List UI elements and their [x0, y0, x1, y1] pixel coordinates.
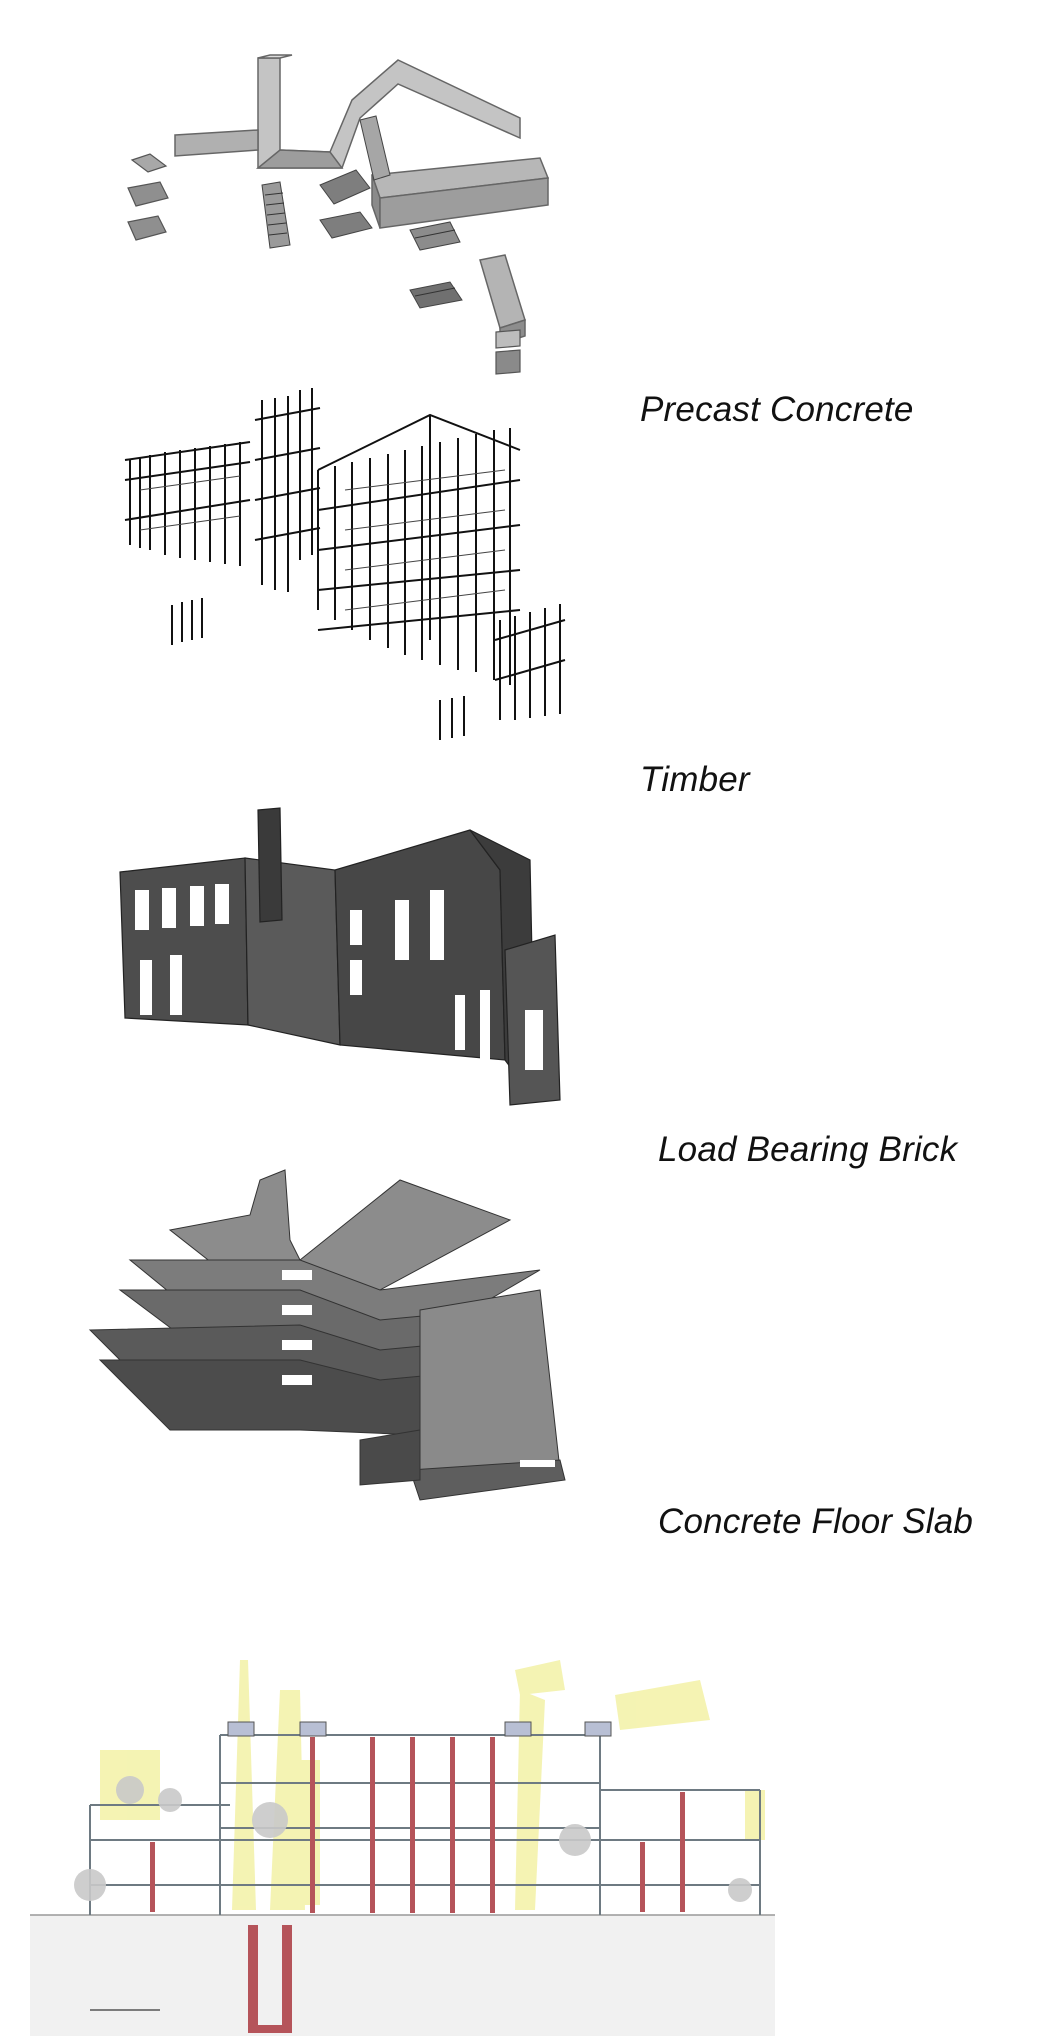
layer-label-concrete-floor-slab: Concrete Floor Slab: [658, 1502, 974, 1541]
layer-floor-slab: Concrete Floor Slab: [0, 1140, 1045, 1541]
floor-slab-drawing: [88, 1169, 566, 1501]
layer-timber: Timber: [0, 380, 1045, 799]
layer-label-timber: Timber: [640, 760, 750, 799]
building-section: [0, 1640, 1045, 2036]
timber-drawing: [124, 388, 566, 740]
layer-precast-concrete: Precast Concrete: [0, 0, 1045, 429]
layer-label-load-bearing-brick: Load Bearing Brick: [658, 1130, 958, 1169]
brick-drawing: [119, 807, 561, 1106]
building-section-drawing: [30, 1660, 775, 2036]
layer-brick: Load Bearing Brick: [0, 760, 1045, 1169]
precast-concrete-drawing: [127, 54, 550, 375]
layer-label-precast-concrete: Precast Concrete: [640, 390, 914, 429]
